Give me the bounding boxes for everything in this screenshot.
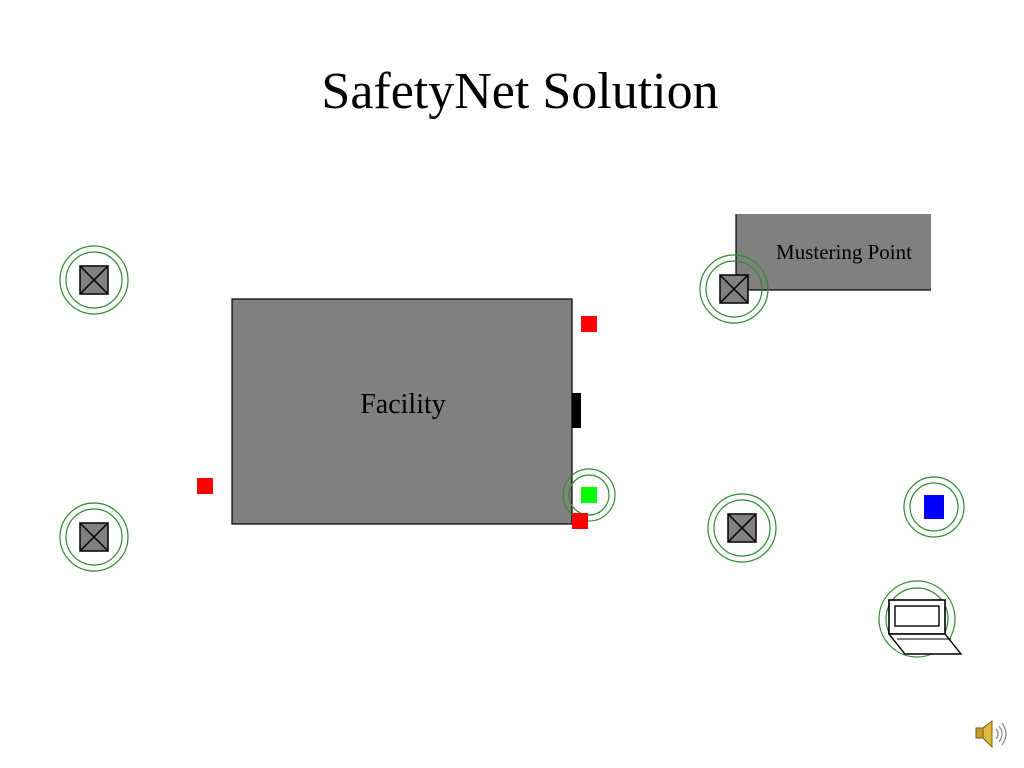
facility-door	[572, 393, 581, 428]
blue-tag-node	[903, 476, 965, 538]
mustering-point-rect	[736, 214, 931, 290]
mustering-point: Mustering Point	[735, 214, 931, 291]
facility-building: Facility	[231, 298, 573, 525]
x-box-icon	[719, 274, 749, 304]
mustering-point-label: Mustering Point	[776, 240, 912, 264]
x-box-icon	[79, 522, 109, 552]
red-marker-1	[581, 316, 597, 332]
slide-title: SafetyNet Solution	[321, 63, 719, 120]
facility-label: Facility	[360, 389, 446, 420]
sensor-node-bottom-right	[707, 493, 777, 563]
laptop-node	[878, 580, 963, 658]
facility-rect	[231, 298, 573, 525]
red-marker-3	[572, 513, 588, 529]
speaker-icon[interactable]	[975, 719, 1007, 749]
x-box-icon	[727, 513, 757, 543]
laptop-icon	[887, 599, 963, 655]
sensor-node-top-left	[59, 245, 129, 315]
red-marker-2	[197, 478, 213, 494]
sensor-node-bottom-left	[59, 502, 129, 572]
blue-marker	[924, 495, 944, 519]
green-tag-node	[562, 468, 616, 522]
x-box-icon	[79, 265, 109, 295]
green-marker	[581, 487, 597, 503]
